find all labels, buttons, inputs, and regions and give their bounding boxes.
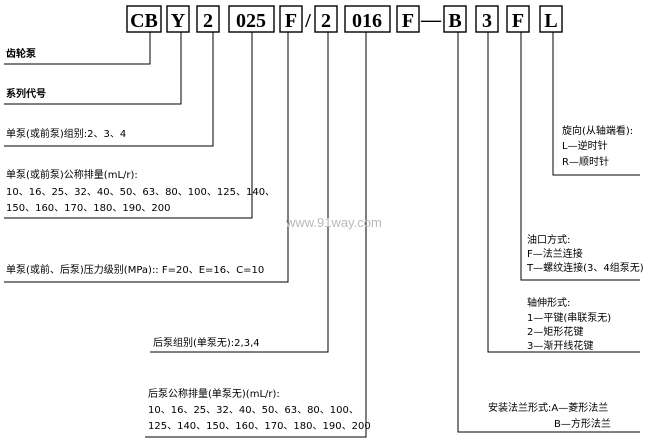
leader-shaft [487,32,640,353]
code-box-f1 [279,5,303,33]
code-box-y [166,5,190,33]
leader-rear-disp [145,32,367,438]
code-text-b: B [448,10,461,32]
leader-single-group [4,32,214,147]
label-displacement-line1: 10、16、25、32、40、50、63、80、100、125、140、 [6,187,275,198]
label-flange-title: 安装法兰形式:A—菱形法兰 [488,401,608,414]
label-port-t: T—螺纹连接(3、4组泵无) [526,261,644,274]
leader-displacement [4,32,253,219]
label-gear-pump: 齿轮泵 [6,47,37,60]
code-text-f2: F [402,10,414,32]
code-text-2b: 2 [321,10,331,32]
code-text-y: Y [171,10,186,32]
label-rotation-title: 旋向(从轴端看): [562,124,633,137]
label-displacement-title: 单泵(或前泵)公称排量(mL/r): [6,168,138,181]
label-rear-disp-title: 后泵公称排量(单泵无)(mL/r): [148,387,280,400]
label-shaft-2: 2—矩形花键 [527,325,583,338]
dash-separator: — [420,9,442,31]
code-text-3: 3 [482,10,492,32]
label-shaft-1: 1—平键(串联泵无) [527,311,611,324]
leader-rotation [552,32,640,176]
code-text-025: 025 [236,10,266,32]
code-box-b [443,5,467,33]
code-box-016 [344,5,391,33]
code-box-2b [314,5,338,33]
code-box-l [539,5,563,33]
leader-pressure [4,32,289,283]
label-displacement-line2: 150、160、170、180、190、200 [6,203,171,214]
code-text-016: 016 [352,10,382,32]
code-box-f3 [506,5,530,33]
leader-series [4,32,182,105]
code-text-f1: F [285,10,297,32]
code-box-f2 [396,5,420,33]
label-shaft-title: 轴伸形式: [527,296,570,309]
label-pressure-grade: 单泵(或前、后泵)压力级别(MPa):: F=20、E=16、C=10 [6,263,264,276]
leader-gear-pump [4,32,151,65]
leader-flange [457,32,640,433]
code-box-2 [196,5,220,33]
code-box-cb [126,5,162,33]
label-rear-disp-line1: 10、16、25、32、40、50、63、80、100、 [148,405,359,416]
label-rotation-r: R—顺时针 [562,155,609,168]
leader-port [520,32,640,281]
slash-separator: / [304,10,311,32]
code-text-l: L [544,10,557,32]
label-shaft-3: 3—渐开线花键 [527,339,593,352]
code-text-f3: F [512,10,524,32]
label-port-f: F—法兰连接 [527,247,583,260]
code-box-3 [475,5,499,33]
leader-rear-group [150,32,329,353]
label-series-code: 系列代号 [6,87,46,100]
label-rear-disp-line2: 125、140、150、160、170、180、190、200 [148,421,371,432]
code-text-2: 2 [203,10,213,32]
label-rotation-l: L—逆时针 [562,139,608,152]
watermark: www.91way.com [285,215,382,230]
label-flange-b: B—方形法兰 [554,417,611,430]
label-rear-group: 后泵组别(单泵无):2,3,4 [153,336,260,349]
code-text-cb: CB [130,10,158,32]
label-single-group: 单泵(或前泵)组别:2、3、4 [6,127,126,140]
label-port-title: 油口方式: [527,233,570,246]
